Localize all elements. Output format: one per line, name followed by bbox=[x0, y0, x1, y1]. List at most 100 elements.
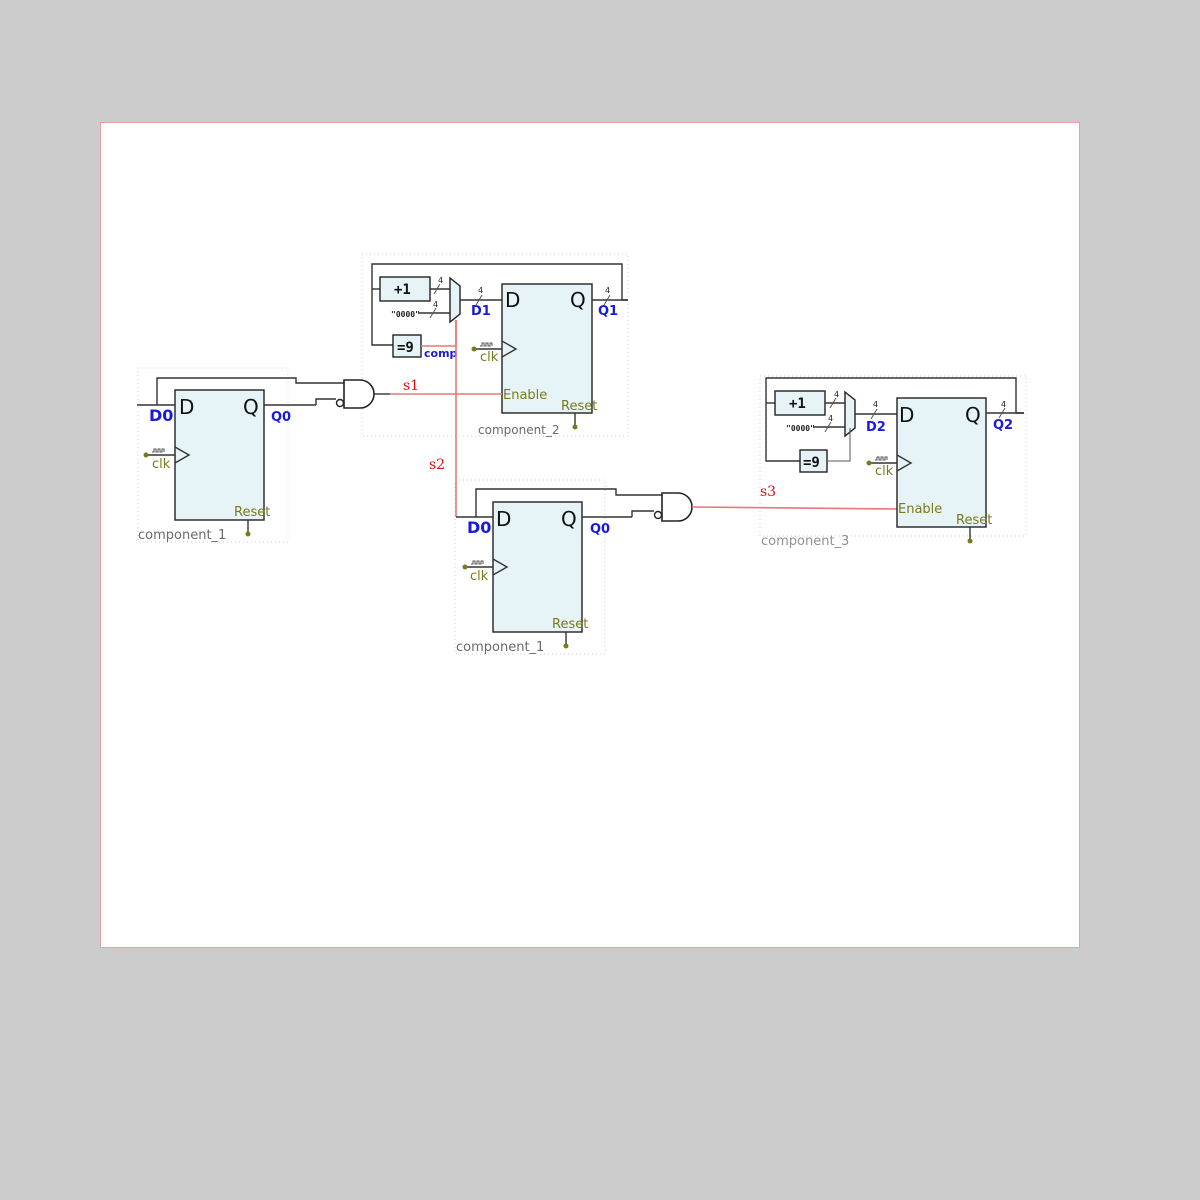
clock-wave-icon bbox=[480, 342, 493, 347]
signal-s1: s1 bbox=[403, 378, 419, 394]
clk-pin[interactable] bbox=[471, 346, 477, 352]
d-label: D bbox=[505, 288, 520, 312]
clock-triangle-icon bbox=[174, 446, 191, 464]
port-d1[interactable]: D1 bbox=[471, 304, 491, 319]
clk-label: clk bbox=[470, 569, 489, 584]
reset-pin[interactable] bbox=[245, 531, 251, 537]
and2-input-a-wire bbox=[475, 488, 664, 517]
increment-block bbox=[379, 276, 431, 302]
zero-const: "0000" bbox=[391, 310, 420, 319]
d-label: D bbox=[899, 403, 914, 427]
and-gate-icon bbox=[343, 379, 375, 409]
component-1a: D Q D0 Q0 clk Reset component_1 bbox=[137, 389, 316, 543]
bus-slash bbox=[603, 294, 611, 306]
bus-width: 4 bbox=[433, 300, 438, 309]
component-1b-frame bbox=[454, 479, 606, 655]
port-q2[interactable]: Q2 bbox=[993, 418, 1013, 433]
bus-width: 4 bbox=[828, 414, 833, 423]
component-name: component_3 bbox=[761, 534, 849, 549]
flipflop-1a bbox=[174, 389, 265, 521]
d-label: D bbox=[179, 395, 194, 419]
inc-label: +1 bbox=[789, 396, 806, 412]
comp-label: comp bbox=[424, 347, 458, 360]
and-gate-2: s3 bbox=[475, 484, 898, 522]
increment-block bbox=[774, 390, 826, 416]
port-d0[interactable]: D0 bbox=[149, 406, 173, 425]
bus-slash bbox=[824, 421, 832, 433]
bus-width: 4 bbox=[1001, 400, 1006, 409]
flipflop-3 bbox=[896, 397, 987, 528]
eq-label: =9 bbox=[397, 340, 414, 356]
component-name: component_1 bbox=[138, 528, 226, 543]
mux-icon bbox=[449, 276, 461, 324]
inc-label: +1 bbox=[394, 282, 411, 298]
and-gate-1 bbox=[156, 377, 390, 409]
component-name: component_2 bbox=[478, 423, 560, 437]
bus-slash bbox=[998, 407, 1006, 419]
bus-width: 4 bbox=[438, 276, 443, 285]
inverter-bubble-icon bbox=[653, 510, 663, 520]
bus-slash bbox=[433, 283, 441, 295]
reset-pin[interactable] bbox=[967, 538, 973, 544]
bus-slash bbox=[429, 307, 437, 319]
bus-width: 4 bbox=[873, 400, 878, 409]
eq-label: =9 bbox=[803, 455, 820, 471]
bus-width: 4 bbox=[834, 390, 839, 399]
signal-s3: s3 bbox=[760, 484, 776, 500]
comp-signal-wire bbox=[421, 320, 457, 347]
and-gate-icon bbox=[661, 492, 693, 522]
q-label: Q bbox=[965, 403, 981, 427]
clk-label: clk bbox=[480, 350, 499, 365]
component-name: component_1 bbox=[456, 640, 544, 655]
zero-const: "0000" bbox=[786, 424, 815, 433]
component-3: +1 4 "0000" 4 4 D2 =9 D Q 4 Q2 clk Enabl… bbox=[761, 377, 1024, 549]
enable-label: Enable bbox=[898, 502, 942, 517]
and1-input-a-wire bbox=[156, 377, 346, 405]
diagram-canvas bbox=[100, 122, 1080, 948]
q-label: Q bbox=[561, 507, 577, 531]
clock-triangle-icon bbox=[492, 558, 509, 576]
signal-s2: s2 bbox=[429, 457, 445, 473]
component-3-frame bbox=[759, 375, 1027, 537]
reset-pin[interactable] bbox=[572, 424, 578, 430]
bus-width: 4 bbox=[478, 286, 483, 295]
clk-label: clk bbox=[152, 457, 171, 472]
q-label: Q bbox=[570, 288, 586, 312]
clock-wave-icon bbox=[152, 448, 165, 453]
clk-pin[interactable] bbox=[143, 452, 149, 458]
q-label: Q bbox=[243, 395, 259, 419]
port-d2[interactable]: D2 bbox=[866, 420, 886, 435]
d-label: D bbox=[496, 507, 511, 531]
reset-label: Reset bbox=[561, 399, 597, 414]
reset-label: Reset bbox=[552, 617, 588, 632]
clock-triangle-icon bbox=[896, 454, 913, 472]
reset-label: Reset bbox=[956, 513, 992, 528]
port-q0[interactable]: Q0 bbox=[271, 410, 291, 425]
component-2: +1 4 "0000" 4 4 D1 =9 comp D Q 4 Q1 clk … bbox=[371, 263, 628, 437]
port-q0[interactable]: Q0 bbox=[590, 522, 610, 537]
signals-s1-s2: s1 s2 bbox=[390, 320, 502, 518]
port-q1[interactable]: Q1 bbox=[598, 304, 618, 319]
port-d0[interactable]: D0 bbox=[467, 518, 491, 537]
bus-slash bbox=[829, 397, 837, 409]
clock-triangle-icon bbox=[501, 340, 518, 358]
component-1b: D Q D0 Q0 clk Reset component_1 bbox=[456, 501, 632, 655]
and2-input-b-wire bbox=[631, 510, 654, 517]
reset-pin[interactable] bbox=[563, 643, 569, 649]
enable-label: Enable bbox=[503, 388, 547, 403]
inverter-bubble-icon bbox=[335, 398, 345, 408]
s3-wire bbox=[691, 506, 898, 510]
bus-width: 4 bbox=[605, 286, 610, 295]
component-1a-frame bbox=[137, 367, 289, 543]
bus-slash bbox=[475, 294, 483, 306]
clock-wave-icon bbox=[471, 560, 484, 565]
clk-pin[interactable] bbox=[866, 460, 872, 466]
and1-input-b-wire bbox=[315, 398, 336, 405]
component-2-frame bbox=[361, 253, 629, 437]
flipflop-2 bbox=[501, 283, 593, 414]
clk-pin[interactable] bbox=[462, 564, 468, 570]
clock-wave-icon bbox=[875, 456, 888, 461]
reset-label: Reset bbox=[234, 505, 270, 520]
mux-icon bbox=[844, 390, 856, 438]
